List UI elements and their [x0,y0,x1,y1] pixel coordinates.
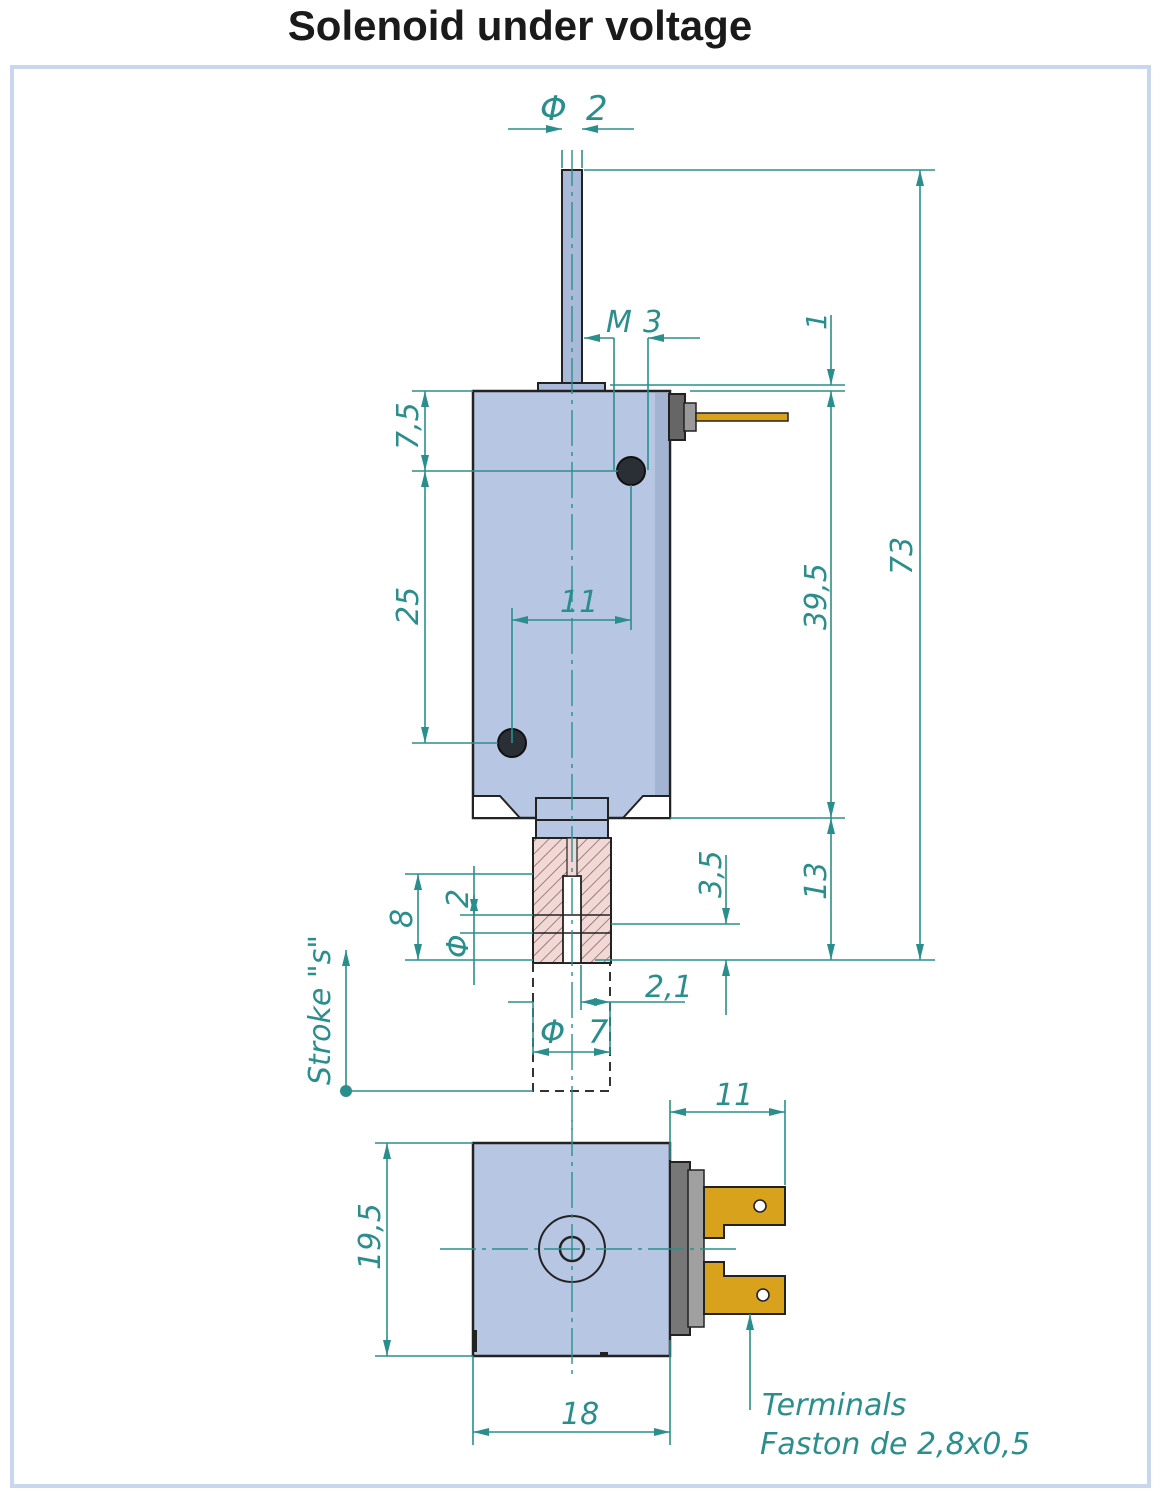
dim-phi2-value: 2 [586,89,608,129]
dim-phi7-symbol: Φ [540,1013,565,1051]
dim-11-bottom: 11 [715,1078,753,1113]
dim-8: 8 [385,909,420,928]
mounting-hole-upper [616,456,646,486]
terminal-pin [695,412,789,422]
terminals-spec: Faston de 2,8x0,5 [760,1427,1030,1462]
dim-phi2-symbol: Φ [540,89,567,129]
dim-phi7-value: 7 [588,1013,609,1051]
stroke-label: Stroke "s" [303,935,338,1085]
terminal-block [668,393,686,441]
dim-13: 13 [799,862,834,900]
drawing-title: Solenoid under voltage [287,2,753,49]
faston-terminal-lower [703,1261,786,1315]
dim-39-5: 39,5 [799,563,834,630]
dim-3-5: 3,5 [694,850,729,898]
side-view-dimensions [342,125,935,1092]
end-view-dimensions [375,1100,786,1445]
dim-2: 2 [441,889,476,908]
dim-18: 18 [561,1397,599,1432]
dim-19-5: 19,5 [353,1203,388,1270]
dim-7-5: 7,5 [391,402,426,450]
faston-terminal-upper [703,1186,786,1239]
dim-m3-letter: M [606,305,632,340]
dim-73: 73 [885,537,920,575]
drawing-frame [10,65,1151,1488]
terminals-label: Terminals [762,1388,906,1423]
dim-m3-value: 3 [643,305,662,340]
dim-1: 1 [800,312,833,330]
dim-2-1: 2,1 [645,970,693,1005]
solenoid-end-view [440,1120,786,1380]
stroke-origin-dot [340,1085,352,1097]
dim-11: 11 [560,585,598,620]
dim-phi-small: Φ [441,934,476,958]
solenoid-side-view [471,150,789,1130]
dimension-labels: Φ 2 M 3 1 73 7,5 25 11 39,5 13 3,5 8 2 Φ… [303,89,1030,1462]
dim-25: 25 [391,587,426,625]
